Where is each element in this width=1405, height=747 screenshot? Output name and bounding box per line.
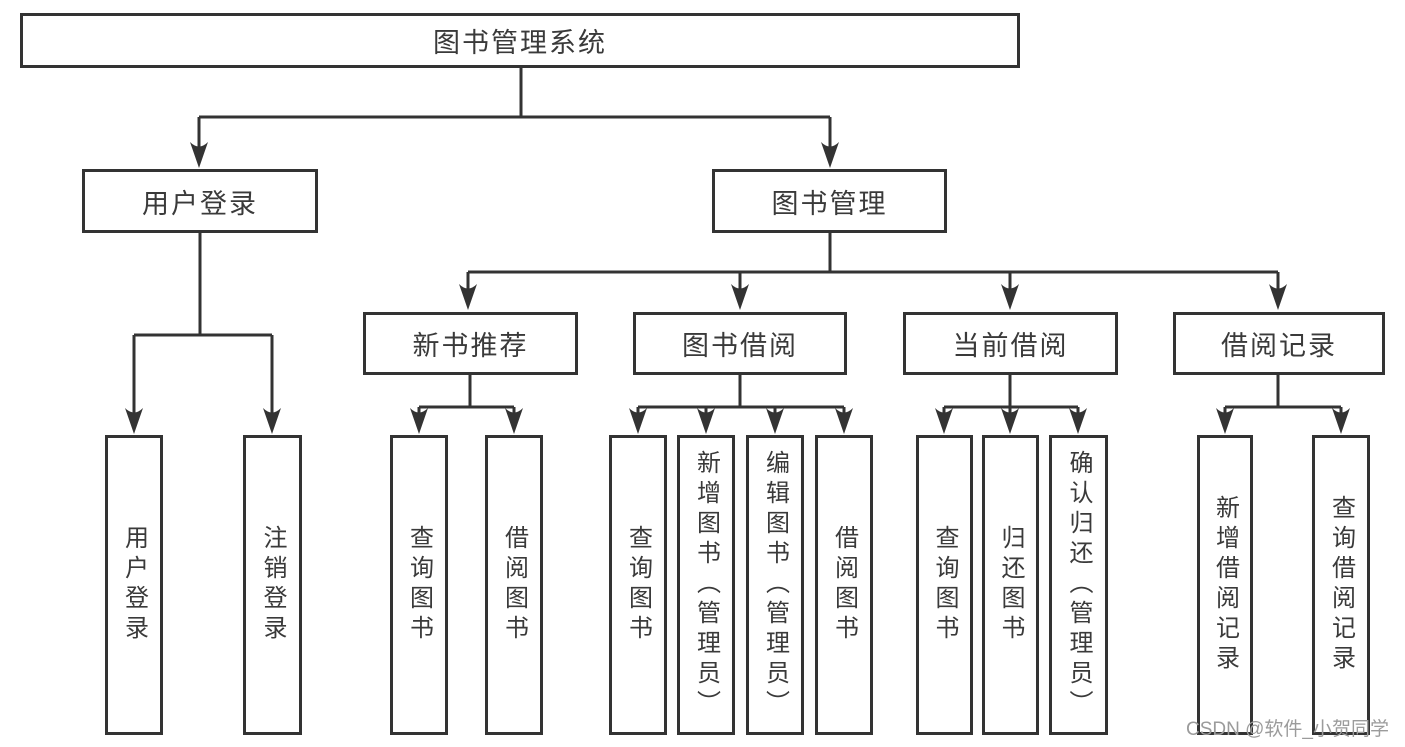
node-borrow-records: 借阅记录 [1173,312,1385,375]
arrow-down-icon [190,142,208,168]
arrow-down-icon [1001,408,1019,434]
connector-borrow-records [1223,375,1343,421]
node-new-book-recommend: 新书推荐 [363,312,578,375]
arrow-down-icon [459,284,477,310]
leaf-edit-books-admin: 编辑图书（管理员） [746,435,804,735]
node-borrow-records-label: 借阅记录 [1221,331,1337,361]
leaf-current-query-books-label: 查询图书 [931,525,958,645]
arrow-down-icon [731,284,749,310]
leaf-confirm-return-admin: 确认归还（管理员） [1049,435,1108,735]
leaf-edit-books-admin-label: 编辑图书（管理员） [761,450,789,720]
node-book-management: 图书管理 [712,169,947,233]
leaf-borrow-books: 借阅图书 [815,435,873,735]
node-book-borrow-label: 图书借阅 [682,331,798,361]
leaf-add-borrow-record-label: 新增借阅记录 [1211,495,1239,675]
leaf-confirm-return-admin-label: 确认归还（管理员） [1065,450,1092,720]
node-root-label: 图书管理系统 [433,28,607,58]
arrow-down-icon [821,142,839,168]
arrow-down-icon [1216,408,1234,434]
leaf-return-books-label: 归还图书 [997,525,1024,645]
connector-root [197,68,832,156]
arrow-down-icon [697,408,715,434]
leaf-user-login-label: 用户登录 [120,525,148,645]
node-book-borrow: 图书借阅 [633,312,847,375]
leaf-add-borrow-record: 新增借阅记录 [1197,435,1253,735]
leaf-add-books-admin-label: 新增图书（管理员） [692,450,720,720]
connector-user-login [132,233,274,421]
leaf-recommend-query-books-label: 查询图书 [405,525,433,645]
arrow-down-icon [935,408,953,434]
arrow-down-icon [629,408,647,434]
arrow-down-icon [263,408,281,434]
leaf-borrow-query-books-label: 查询图书 [624,525,652,645]
leaf-logout: 注销登录 [243,435,302,735]
node-book-management-label: 图书管理 [771,188,888,219]
watermark-text: CSDN @软件_小贺同学 [1186,719,1389,740]
connector-new-book-recommend [417,375,516,421]
arrow-down-icon [505,408,523,434]
arrow-down-icon [1269,284,1287,310]
leaf-logout-label: 注销登录 [259,525,286,645]
node-current-borrow-label: 当前借阅 [952,331,1069,361]
node-root: 图书管理系统 [20,13,1020,68]
arrow-down-icon [835,408,853,434]
leaf-query-borrow-record: 查询借阅记录 [1312,435,1370,735]
node-current-borrow: 当前借阅 [903,312,1118,375]
leaf-recommend-query-books: 查询图书 [390,435,448,735]
leaf-user-login: 用户登录 [105,435,163,735]
arrow-down-icon [766,408,784,434]
leaf-recommend-borrow-books-label: 借阅图书 [500,525,528,645]
leaf-query-borrow-record-label: 查询借阅记录 [1327,495,1355,675]
leaf-borrow-query-books: 查询图书 [609,435,667,735]
leaf-borrow-books-label: 借阅图书 [830,525,858,645]
node-new-book-recommend-label: 新书推荐 [412,331,529,361]
node-user-login: 用户登录 [82,169,318,233]
arrow-down-icon [1332,408,1350,434]
node-user-login-label: 用户登录 [142,188,258,219]
leaf-recommend-borrow-books: 借阅图书 [485,435,543,735]
arrow-down-icon [410,408,428,434]
arrow-down-icon [1069,408,1087,434]
connector-book-borrow [636,375,846,421]
leaf-return-books: 归还图书 [982,435,1039,735]
connector-book-management [466,233,1280,298]
leaf-current-query-books: 查询图书 [916,435,973,735]
arrow-down-icon [125,408,143,434]
leaf-add-books-admin: 新增图书（管理员） [677,435,735,735]
arrow-down-icon [1001,284,1019,310]
